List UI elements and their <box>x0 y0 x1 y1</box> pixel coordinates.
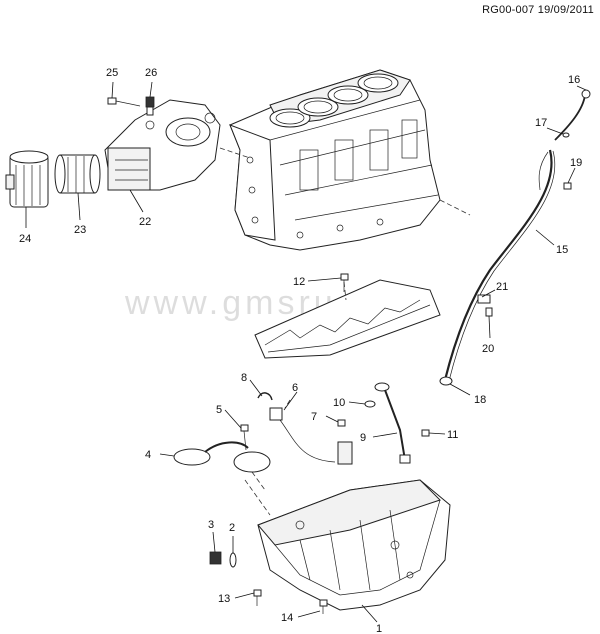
callout-11: 11 <box>447 429 458 441</box>
sensor-26 <box>145 96 155 116</box>
washer-2 <box>229 552 237 568</box>
callout-1: 1 <box>376 623 382 634</box>
bolt-7 <box>337 419 346 427</box>
drain-plug-3 <box>209 551 222 565</box>
bracket-21 <box>477 294 491 304</box>
callout-14: 14 <box>281 612 293 624</box>
bolt-13 <box>253 589 262 606</box>
oil-filter-adapter <box>104 99 251 191</box>
filter-element-23 <box>54 154 101 194</box>
callout-6: 6 <box>292 382 298 394</box>
clip-8 <box>257 392 273 401</box>
oil-baffle <box>254 279 441 359</box>
dipstick <box>554 89 591 141</box>
callout-22: 22 <box>139 216 151 228</box>
callout-3: 3 <box>208 519 214 531</box>
guide-tube-9 <box>374 382 411 464</box>
bolt-12 <box>340 273 349 292</box>
bolt-20 <box>485 307 493 317</box>
callout-2: 2 <box>229 522 235 534</box>
callout-26: 26 <box>145 67 157 79</box>
callout-19: 19 <box>570 157 582 169</box>
callout-7: 7 <box>311 411 317 423</box>
leader-lines <box>25 81 587 623</box>
oil-pickup <box>173 441 271 491</box>
bolt-19 <box>563 182 572 190</box>
callout-23: 23 <box>74 224 86 236</box>
callout-numbers: 1 2 3 4 5 6 7 8 9 10 11 12 13 14 15 16 1… <box>19 67 582 634</box>
callout-18: 18 <box>474 394 486 406</box>
callout-4: 4 <box>145 449 151 461</box>
o-ring-10 <box>364 400 376 408</box>
oil-pan <box>244 479 451 611</box>
bolt-25 <box>107 97 141 107</box>
callout-8: 8 <box>241 372 247 384</box>
callout-13: 13 <box>218 593 230 605</box>
diagram-reference: RG00-007 19/09/2011 <box>482 4 594 16</box>
callout-10: 10 <box>333 397 345 409</box>
callout-12: 12 <box>293 276 305 288</box>
callout-21: 21 <box>496 281 508 293</box>
oil-level-sensor <box>269 399 353 465</box>
engine-block <box>229 69 441 251</box>
o-ring-17 <box>562 132 570 138</box>
callout-17: 17 <box>535 117 547 129</box>
callout-16: 16 <box>568 74 580 86</box>
callout-24: 24 <box>19 233 31 245</box>
callout-5: 5 <box>216 404 222 416</box>
callout-9: 9 <box>360 432 366 444</box>
filter-cap-24 <box>5 150 49 208</box>
callout-20: 20 <box>482 343 494 355</box>
bolt-11 <box>421 429 430 437</box>
dipstick-tube <box>439 149 556 386</box>
bolt-14 <box>319 599 328 614</box>
callout-25: 25 <box>106 67 118 79</box>
callout-15: 15 <box>556 244 568 256</box>
